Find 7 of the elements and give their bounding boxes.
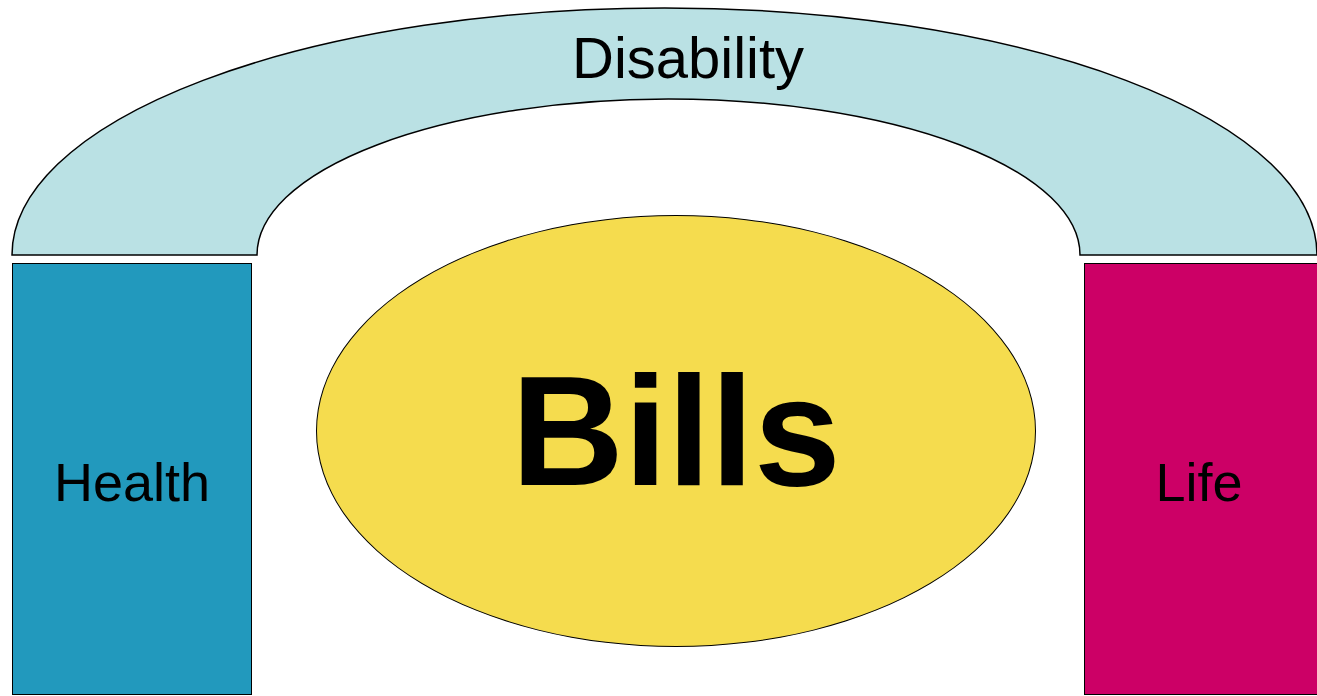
node-label: Life (1155, 451, 1244, 514)
pillar-box (12, 263, 252, 695)
node-label: Bills (511, 346, 841, 516)
arch-band (12, 8, 1317, 255)
pillar-box (1084, 263, 1317, 695)
node-label: Disability (572, 24, 805, 92)
node-label: Health (53, 451, 211, 514)
